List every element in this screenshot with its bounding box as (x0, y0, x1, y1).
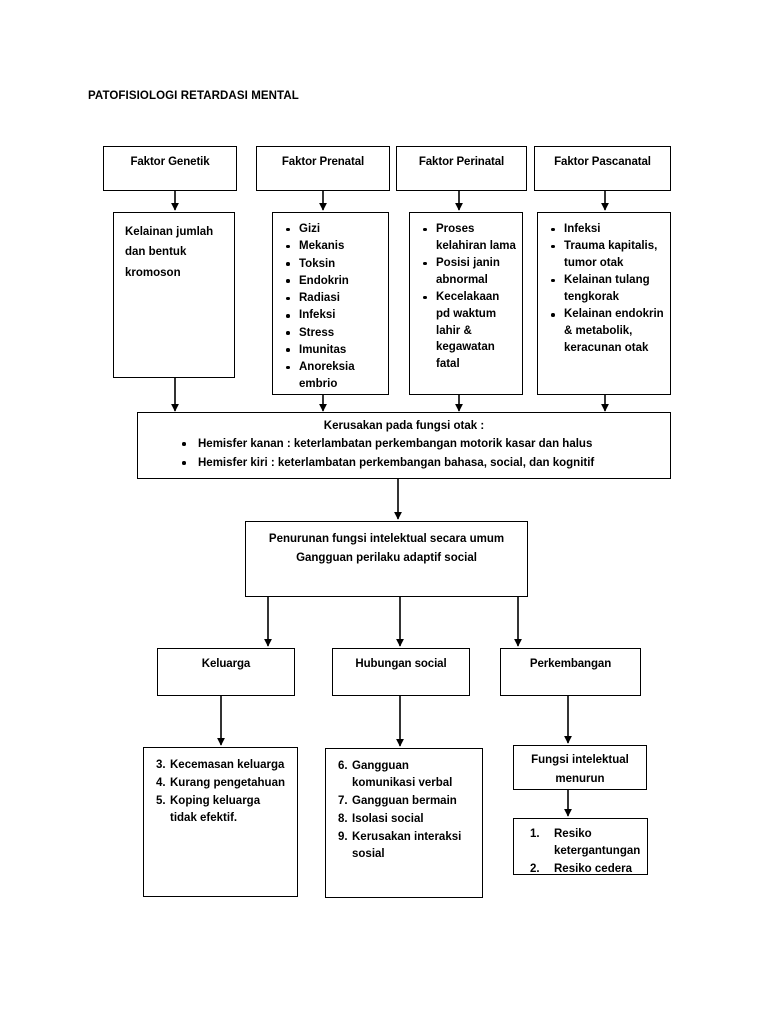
list-item: Stress (286, 325, 382, 342)
fungsi-intelektual-text: Fungsi intelektual menurun (514, 746, 646, 788)
intellectual-decline-box: Penurunan fungsi intelektual secara umum… (245, 521, 528, 597)
factor-box-perinatal[interactable]: Faktor Perinatal (396, 146, 527, 191)
genetik-line-3: kromoson (125, 266, 181, 279)
list-item: Mekanis (286, 238, 382, 255)
list-item: Gizi (286, 221, 382, 238)
outcome-label-perkembangan: Perkembangan (529, 658, 612, 670)
problem-box-hubungan-social: 6. Gangguan komunikasi verbal 7. Ganggua… (325, 748, 483, 898)
list-item-text: Resiko ketergantungan (554, 828, 641, 858)
list-item: Kelainan tulang tengkorak (551, 272, 664, 306)
brain-damage-box: Kerusakan pada fungsi otak : Hemisfer ka… (137, 412, 671, 479)
factor-label-genetik: Faktor Genetik (130, 156, 210, 168)
resiko-problem-list: 1. Resiko ketergantungan 2. Resiko ceder… (514, 819, 647, 878)
genetik-line-2: dan bentuk (125, 246, 187, 259)
fungsi-intelektual-line-1: Fungsi intelektual (531, 754, 629, 766)
list-item-text: Kurang pengetahuan (170, 777, 286, 790)
list-item: Hemisfer kanan : keterlambatan perkemban… (182, 435, 664, 454)
list-item: 9. Kerusakan interaksi sosial (338, 829, 474, 863)
list-item: 4. Kurang pengetahuan (156, 775, 289, 792)
list-item-number: 2. (530, 863, 540, 876)
factor-box-genetik[interactable]: Faktor Genetik (103, 146, 237, 191)
list-item-number: 9. (338, 831, 348, 844)
list-item: 7. Gangguan bermain (338, 793, 474, 810)
problem-box-resiko: 1. Resiko ketergantungan 2. Resiko ceder… (513, 818, 648, 875)
list-item-number: 1. (530, 828, 540, 840)
list-item-text: Kerusakan interaksi sosial (352, 831, 462, 861)
genetik-line-1: Kelainan jumlah (125, 226, 214, 238)
keluarga-problem-list: 3. Kecemasan keluarga 4. Kurang pengetah… (144, 748, 297, 827)
list-item-text: Gangguan bermain (352, 795, 457, 808)
list-item: Trauma kapitalis, tumor otak (551, 238, 664, 272)
list-item: Kelainan endokrin & metabolik, keracunan… (551, 306, 664, 356)
intellectual-decline-text: Penurunan fungsi intelektual secara umum… (246, 522, 527, 567)
page-title: PATOFISIOLOGI RETARDASI MENTAL (88, 90, 299, 102)
intellectual-decline-line-2: Gangguan perilaku adaptif social (296, 551, 477, 564)
list-item: Posisi janin abnormal (423, 255, 516, 289)
list-item: 5. Koping keluarga tidak efektif. (156, 793, 289, 827)
fungsi-intelektual-line-2: menurun (555, 772, 605, 785)
list-item-number: 8. (338, 813, 348, 826)
hubungan-problem-list: 6. Gangguan komunikasi verbal 7. Ganggua… (326, 749, 482, 863)
list-item-text: Resiko cedera (554, 863, 632, 876)
list-item-text: Isolasi social (352, 813, 424, 826)
pascanatal-list: Infeksi Trauma kapitalis, tumor otak Kel… (538, 213, 670, 357)
outcome-box-perkembangan[interactable]: Perkembangan (500, 648, 641, 696)
problem-box-keluarga: 3. Kecemasan keluarga 4. Kurang pengetah… (143, 747, 298, 897)
list-item: 1. Resiko ketergantungan (530, 826, 641, 860)
list-item: 8. Isolasi social (338, 811, 474, 828)
fungsi-intelektual-menurun-box: Fungsi intelektual menurun (513, 745, 647, 790)
factor-label-prenatal: Faktor Prenatal (281, 156, 365, 168)
list-item: Endokrin (286, 273, 382, 290)
detail-box-prenatal: Gizi Mekanis Toksin Endokrin Radiasi Inf… (272, 212, 389, 395)
list-item: Kecelakaan pd waktum lahir & kegawatan f… (423, 289, 516, 373)
factor-label-perinatal: Faktor Perinatal (418, 156, 505, 168)
genetik-detail-text: Kelainan jumlah dan bentuk kromoson (114, 213, 234, 283)
list-item: 2. Resiko cedera (530, 861, 639, 878)
outcome-box-keluarga[interactable]: Keluarga (157, 648, 295, 696)
list-item: Radiasi (286, 290, 382, 307)
brain-damage-list: Hemisfer kanan : keterlambatan perkemban… (138, 432, 670, 473)
detail-box-pascanatal: Infeksi Trauma kapitalis, tumor otak Kel… (537, 212, 671, 395)
outcome-box-hubungan-social[interactable]: Hubungan social (332, 648, 470, 696)
list-item: 3. Kecemasan keluarga (156, 757, 289, 774)
list-item-text: Kecemasan keluarga (170, 759, 285, 771)
brain-damage-heading: Kerusakan pada fungsi otak : (323, 420, 485, 432)
list-item: Hemisfer kiri : keterlambatan perkembang… (182, 454, 664, 473)
list-item: 6. Gangguan komunikasi verbal (338, 758, 474, 792)
intellectual-decline-line-1: Penurunan fungsi intelektual secara umum (268, 533, 505, 545)
list-item: Infeksi (551, 221, 664, 238)
factor-box-pascanatal[interactable]: Faktor Pascanatal (534, 146, 671, 191)
list-item: Toksin (286, 256, 382, 273)
list-item-text: Koping keluarga tidak efektif. (170, 795, 261, 825)
list-item-number: 4. (156, 777, 166, 790)
factor-label-pascanatal: Faktor Pascanatal (554, 156, 651, 168)
perinatal-list: Proses kelahiran lama Posisi janin abnor… (410, 213, 522, 373)
detail-box-genetik: Kelainan jumlah dan bentuk kromoson (113, 212, 235, 378)
list-item-number: 3. (156, 759, 166, 771)
outcome-label-keluarga: Keluarga (201, 658, 251, 670)
list-item-text: Gangguan komunikasi verbal (352, 760, 453, 790)
factor-box-prenatal[interactable]: Faktor Prenatal (256, 146, 390, 191)
outcome-label-hubungan-social: Hubungan social (355, 658, 447, 670)
list-item: Imunitas (286, 342, 382, 359)
prenatal-list: Gizi Mekanis Toksin Endokrin Radiasi Inf… (273, 213, 388, 393)
list-item: Infeksi (286, 307, 382, 324)
detail-box-perinatal: Proses kelahiran lama Posisi janin abnor… (409, 212, 523, 395)
list-item-number: 7. (338, 795, 348, 808)
list-item: Anoreksia embrio (286, 359, 382, 393)
list-item-number: 6. (338, 760, 348, 772)
list-item: Proses kelahiran lama (423, 221, 516, 255)
list-item-number: 5. (156, 795, 166, 808)
